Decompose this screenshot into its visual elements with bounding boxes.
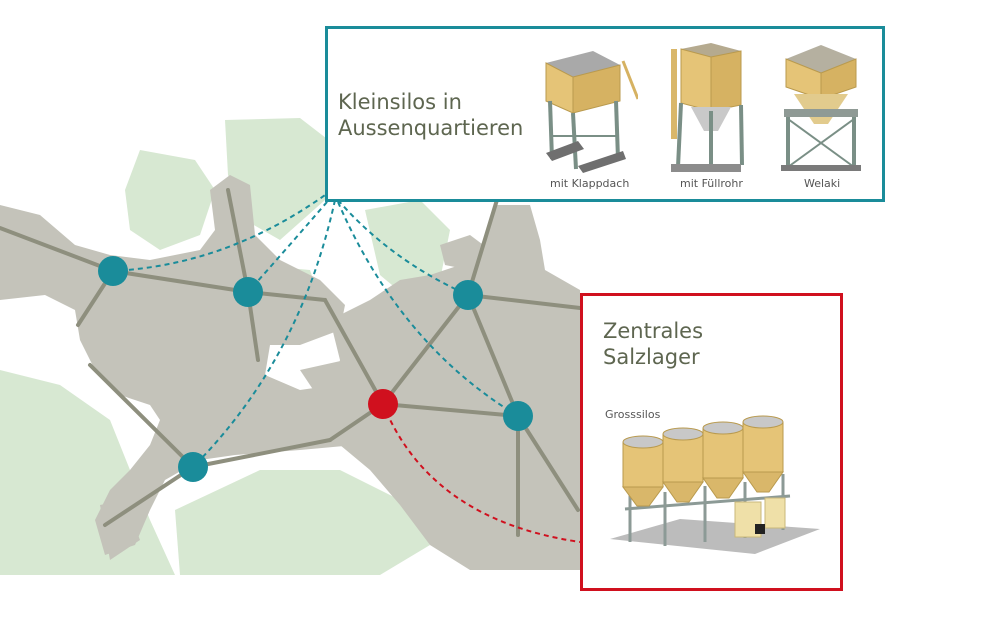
map-nodes xyxy=(98,256,533,482)
link-to-node-4 xyxy=(337,199,469,296)
central-storage-title: Zentrales Salzlager xyxy=(603,318,803,370)
title-line-2: Salzlager xyxy=(603,345,700,369)
central-storage-node xyxy=(368,389,398,419)
silo-fuellrohr-icon xyxy=(671,43,744,172)
link-central xyxy=(382,403,581,543)
small-silos-box: Kleinsilos in Aussenquartieren xyxy=(325,26,885,202)
link-to-node-5 xyxy=(337,201,519,417)
grosssilos-icon xyxy=(610,415,820,554)
title-line-2: Aussenquartieren xyxy=(338,116,524,140)
silo-welaki-icon xyxy=(781,45,861,171)
silo-klappdach-icon xyxy=(545,51,638,173)
caption-klappdach: mit Klappdach xyxy=(550,177,630,190)
caption-fuellrohr: mit Füllrohr xyxy=(680,177,743,190)
caption-welaki: Welaki xyxy=(804,177,841,190)
distribution-links xyxy=(112,189,581,543)
small-silo-node xyxy=(503,401,533,431)
title-line-1: Zentrales xyxy=(603,319,704,343)
small-silo-node xyxy=(233,277,263,307)
central-storage-box: Zentrales Salzlager Grosssilos xyxy=(580,293,843,591)
link-to-node-3 xyxy=(192,199,336,468)
grosssilos-label: Grosssilos xyxy=(605,408,661,421)
small-silo-node xyxy=(178,452,208,482)
small-silo-node xyxy=(98,256,128,286)
link-to-node-2 xyxy=(247,194,334,293)
link-to-node-1 xyxy=(112,189,333,272)
small-silo-node xyxy=(453,280,483,310)
title-line-1: Kleinsilos in xyxy=(338,90,462,114)
small-silos-title: Kleinsilos in Aussenquartieren xyxy=(338,89,538,141)
